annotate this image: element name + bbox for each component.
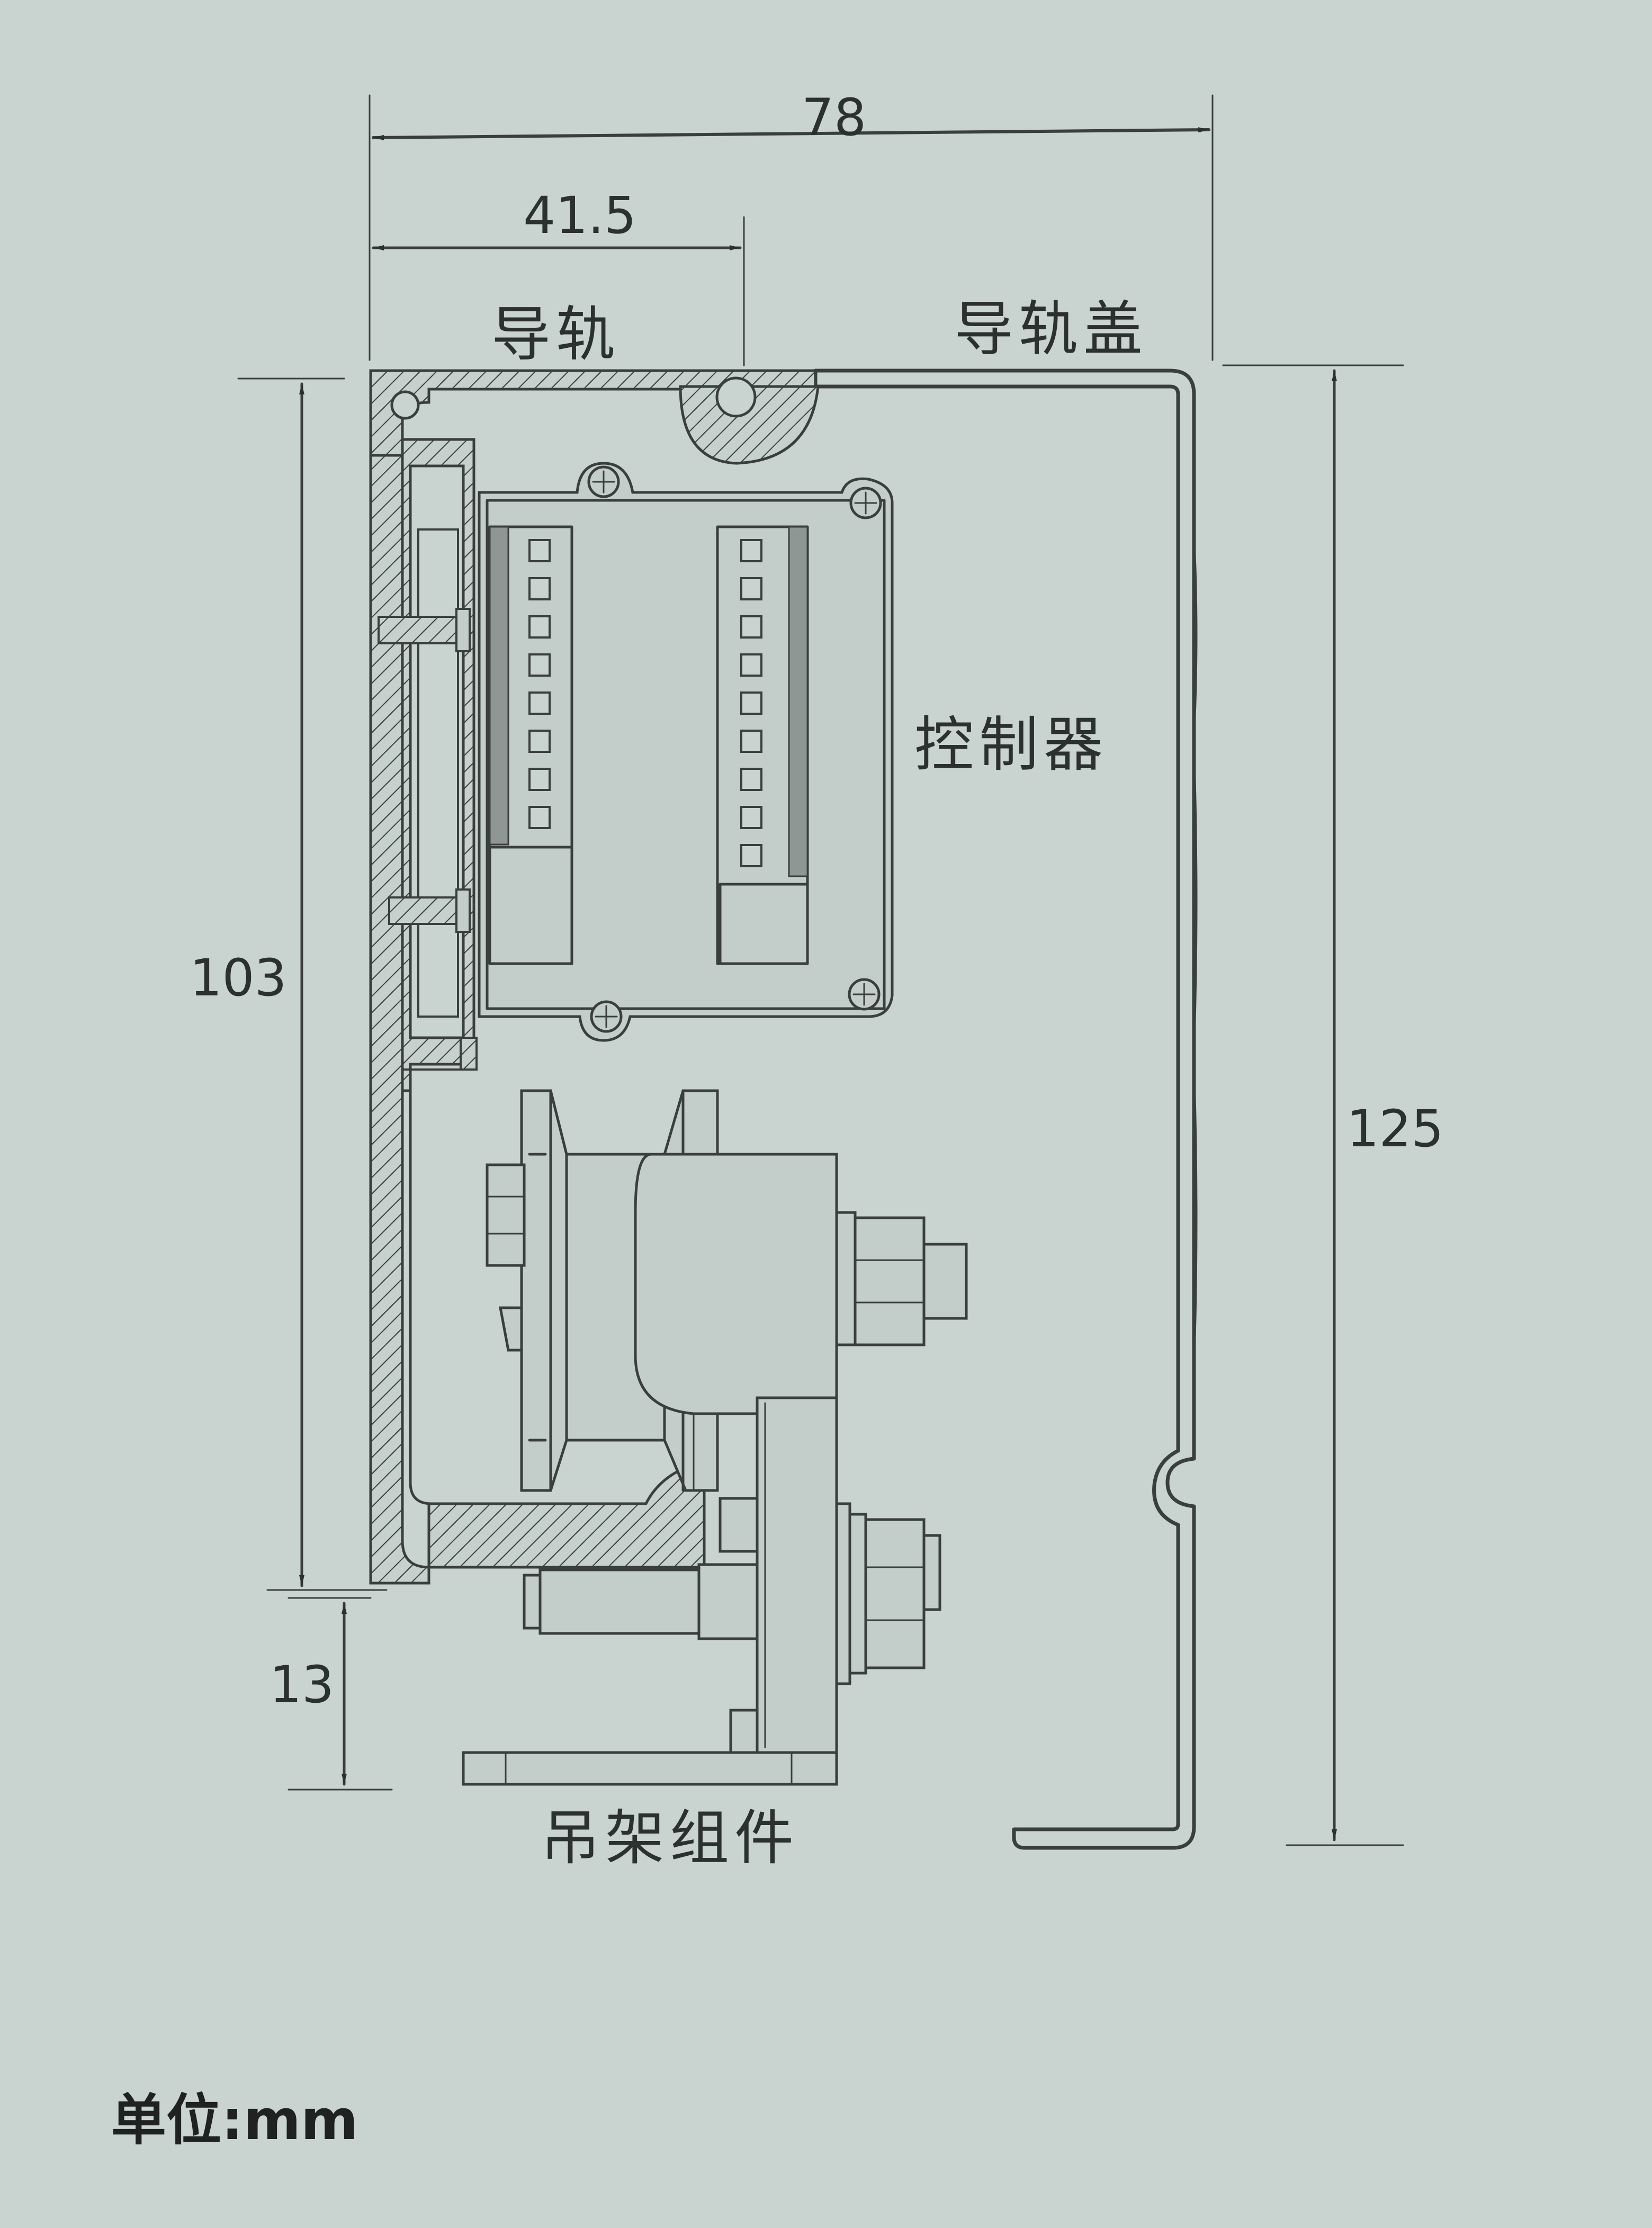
dim-label-125: 125: [1346, 1099, 1443, 1158]
terminal-slot: [528, 653, 551, 677]
terminal-slot: [740, 539, 762, 562]
dimension-13: 13: [270, 1597, 393, 1791]
dim-label-13: 13: [270, 1655, 334, 1714]
unit-note: 单位:mm: [111, 2088, 358, 2152]
terminal-slot: [528, 577, 551, 600]
terminal-slot: [740, 691, 762, 715]
controller-unit: [478, 462, 894, 1042]
dim-label-78: 78: [802, 88, 866, 147]
terminal-slot: [740, 844, 762, 867]
terminal-slot: [528, 730, 551, 753]
dimension-41-5: 41.5: [372, 186, 745, 366]
terminal-slot: [740, 806, 762, 829]
rail-profile: [369, 369, 820, 1585]
terminal-block-left: [488, 525, 573, 965]
screw-icon: [587, 465, 620, 498]
terminal-slot: [528, 691, 551, 715]
dim-label-41-5: 41.5: [523, 186, 636, 245]
terminal-slot: [740, 615, 762, 639]
dimension-125: 125: [1222, 364, 1444, 1846]
terminal-block-right: [716, 525, 809, 965]
terminal-slot: [528, 768, 551, 791]
mounting-screws: [378, 608, 471, 933]
dimension-103: 103: [190, 378, 388, 1591]
rail-cover: [813, 369, 1198, 1850]
terminal-slot: [528, 615, 551, 639]
screw-icon: [849, 487, 882, 519]
label-rail: 导轨: [491, 300, 621, 369]
terminal-slot: [740, 768, 762, 791]
terminal-slot: [740, 577, 762, 600]
dim-label-103: 103: [190, 948, 286, 1008]
screw-icon: [590, 1000, 623, 1033]
hanger-assembly: [462, 1089, 968, 1786]
terminal-slot: [528, 806, 551, 829]
terminal-slot: [740, 653, 762, 677]
label-controller: 控制器: [914, 711, 1108, 779]
screw-icon: [848, 978, 881, 1011]
label-rail-cover: 导轨盖: [954, 295, 1148, 364]
dimension-78: 78: [369, 88, 1214, 361]
terminal-slot: [740, 730, 762, 753]
terminal-slot: [528, 539, 551, 562]
terminal-slots: [528, 539, 762, 867]
label-hanger-assembly: 吊架组件: [541, 1804, 799, 1873]
